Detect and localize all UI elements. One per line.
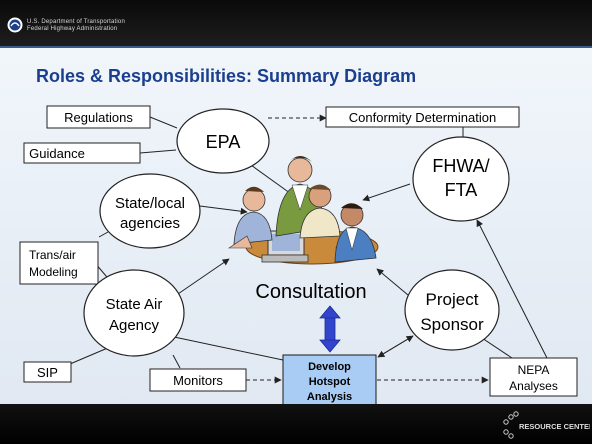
fhwa-label-line2: FTA: [445, 180, 478, 200]
monitors-box: Monitors: [149, 368, 247, 392]
resource-center-logo-text: RESOURCE CENTER: [519, 422, 590, 431]
guidance-label: Guidance: [29, 146, 85, 161]
agency-name-line2: Federal Highway Administration: [27, 26, 118, 32]
sip-label: SIP: [37, 365, 58, 380]
project-sponsor-node: Project Sponsor: [404, 269, 500, 351]
sponsor-to-consultation-arrow: [376, 268, 409, 296]
regulations-box: Regulations: [46, 105, 151, 129]
nepa-to-fhwa-arrow: [476, 219, 549, 361]
develop-label-line3: Analysis: [307, 391, 352, 403]
slide-title: Roles & Responsibilities: Summary Diagra…: [36, 66, 417, 86]
state-air-label-line1: State Air: [106, 296, 163, 313]
epa-node: EPA: [176, 108, 270, 174]
nepa-label-line2: Analyses: [509, 379, 558, 393]
nepa-analyses-box: NEPA Analyses: [489, 357, 578, 397]
state-air-label-line2: Agency: [109, 317, 160, 334]
conformity-determination-box: Conformity Determination: [325, 106, 520, 128]
regulations-to-epa-line: [149, 116, 178, 129]
sip-to-stateair-line: [69, 346, 111, 365]
develop-hotspot-analysis-box: Develop Hotspot Analysis: [282, 354, 377, 412]
nepa-label-line1: NEPA: [518, 363, 550, 377]
fhwa-fta-node: FHWA/ FTA: [412, 136, 510, 222]
regulations-label: Regulations: [64, 110, 133, 125]
sponsor-to-develop-arrow: [377, 335, 414, 358]
project-sponsor-label-line1: Project: [426, 290, 479, 309]
header-bar: U.S. Department of Transportation Federa…: [0, 0, 592, 48]
monitors-label: Monitors: [173, 373, 223, 388]
develop-label-line1: Develop: [308, 361, 351, 373]
sip-box: SIP: [23, 361, 72, 383]
stateair-to-develop-line: [159, 333, 284, 361]
agency-name-line1: U.S. Department of Transportation: [27, 19, 125, 25]
stateair-to-consultation-arrow: [174, 258, 230, 297]
epa-label: EPA: [206, 132, 241, 152]
transair-label-line2: Modeling: [29, 265, 78, 279]
state-local-label-line1: State/local: [115, 195, 185, 212]
develop-label-line2: Hotspot: [309, 376, 351, 388]
state-local-agencies-node: State/local agencies: [99, 173, 201, 249]
monitors-to-stateair-line: [172, 354, 181, 369]
fhwa-label-line1: FHWA/: [432, 156, 489, 176]
transair-modeling-box: Trans/air Modeling: [19, 241, 99, 285]
state-local-label-line2: agencies: [120, 215, 180, 232]
guidance-box: Guidance: [23, 142, 141, 164]
consultation-develop-double-arrow: [319, 305, 341, 353]
transair-to-statelocal-line: [98, 231, 109, 238]
transair-label-line1: Trans/air: [29, 248, 76, 262]
conformity-determination-label: Conformity Determination: [349, 110, 496, 125]
project-sponsor-label-line2: Sponsor: [420, 315, 484, 334]
footer-bar: [0, 404, 592, 444]
guidance-to-epa-line: [139, 149, 177, 154]
fhwa-to-consultation-arrow: [362, 183, 411, 202]
people-meeting-clipart: [228, 156, 379, 265]
state-air-agency-node: State Air Agency: [83, 269, 185, 357]
consultation-label: Consultation: [255, 281, 366, 303]
resource-center-logo: RESOURCE CENTER: [503, 411, 590, 439]
statelocal-to-consultation-arrow: [191, 204, 248, 215]
dot-seal-icon: [7, 17, 23, 33]
